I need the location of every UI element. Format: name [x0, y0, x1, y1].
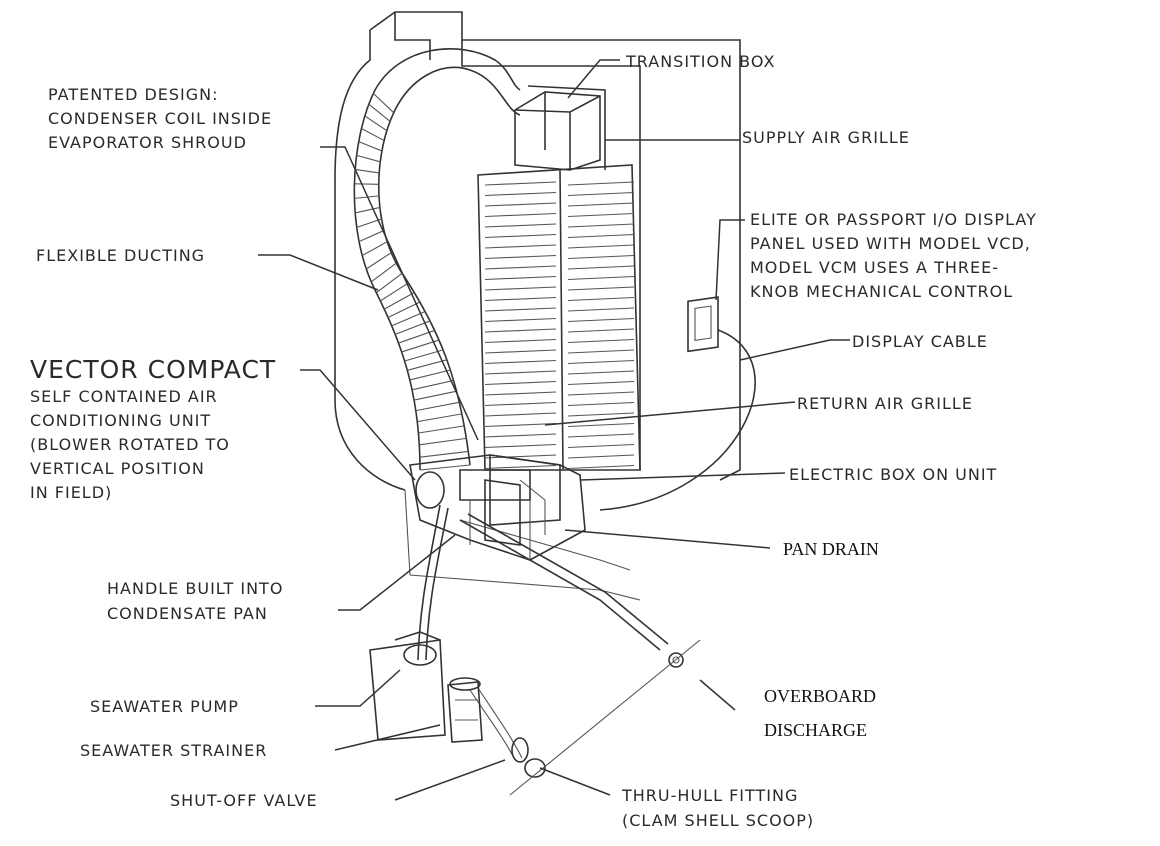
label-patented-design-1: PATENTED DESIGN: — [48, 85, 219, 104]
label-elite-panel-4: KNOB MECHANICAL CONTROL — [750, 282, 1013, 301]
label-vector-compact-desc-1: SELF CONTAINED AIR — [30, 387, 218, 406]
label-elite-panel-2: PANEL USED WITH MODEL VCD, — [750, 234, 1031, 253]
label-thru-hull-2: (CLAM SHELL SCOOP) — [622, 811, 814, 830]
label-vector-compact-desc-2: CONDITIONING UNIT — [30, 411, 211, 430]
label-overboard-1: OVERBOARD — [764, 686, 876, 706]
label-patented-design-3: EVAPORATOR SHROUD — [48, 133, 247, 152]
label-elite-panel-3: MODEL VCM USES A THREE- — [750, 258, 999, 277]
pump-strainer-drawing — [369, 631, 483, 743]
label-electric-box: ELECTRIC BOX ON UNIT — [789, 465, 997, 484]
cabinet-drawing — [334, 11, 741, 601]
return-air-grille-drawing — [477, 164, 641, 471]
transition-box-drawing — [514, 85, 606, 171]
label-pan-drain: PAN DRAIN — [783, 539, 879, 559]
label-display-cable: DISPLAY CABLE — [852, 332, 988, 351]
label-transition-box: TRANSITION BOX — [625, 52, 775, 71]
label-seawater-strainer: SEAWATER STRAINER — [80, 741, 267, 760]
label-supply-air-grille: SUPPLY AIR GRILLE — [742, 128, 910, 147]
valve-hull-drawing — [509, 639, 701, 796]
label-handle-2: CONDENSATE PAN — [107, 604, 268, 623]
label-shutoff-valve: SHUT-OFF VALVE — [170, 791, 318, 810]
label-thru-hull-1: THRU-HULL FITTING — [621, 786, 798, 805]
label-handle-1: HANDLE BUILT INTO — [107, 579, 283, 598]
label-vector-compact-desc-3: (BLOWER ROTATED TO — [30, 435, 230, 454]
label-elite-panel-1: ELITE OR PASSPORT I/O DISPLAY — [750, 210, 1037, 229]
label-vector-compact: VECTOR COMPACT — [30, 355, 276, 384]
label-flexible-ducting: FLEXIBLE DUCTING — [36, 246, 205, 265]
label-return-air-grille: RETURN AIR GRILLE — [797, 394, 973, 413]
label-seawater-pump: SEAWATER PUMP — [90, 697, 239, 716]
label-patented-design-2: CONDENSER COIL INSIDE — [48, 109, 272, 128]
leader-lines — [258, 59, 850, 801]
label-vector-compact-desc-4: VERTICAL POSITION — [30, 459, 205, 478]
piping-drawing — [417, 504, 684, 761]
flexible-ducting-drawing — [353, 48, 521, 471]
labels: TRANSITION BOX PATENTED DESIGN: CONDENSE… — [30, 52, 1037, 830]
display-panel-drawing — [599, 296, 756, 511]
label-overboard-2: DISCHARGE — [764, 720, 867, 740]
label-vector-compact-desc-5: IN FIELD) — [30, 483, 112, 502]
